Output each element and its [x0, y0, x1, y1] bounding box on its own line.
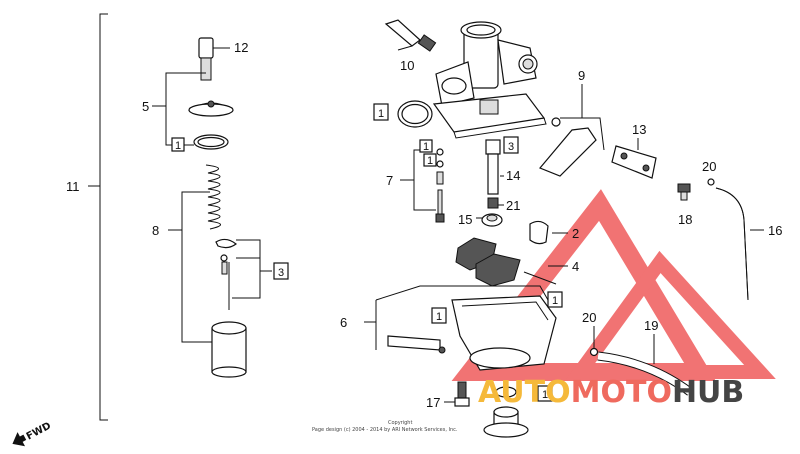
callout-14: 14: [506, 168, 520, 183]
box-1-p7b-label: 1: [427, 155, 433, 167]
needle-clip-set: [215, 238, 237, 275]
part-20-clip-lower: [589, 347, 599, 357]
fwd-arrow: FWD: [12, 421, 53, 447]
callout-8: 8: [152, 223, 159, 238]
callout-6: 6: [340, 315, 347, 330]
box-1-p7a: [419, 139, 433, 153]
box-1-chamber-label: 1: [552, 295, 558, 307]
callout-5: 5: [142, 99, 149, 114]
watermark-hub: HUB: [672, 375, 744, 410]
automotohub-logo: [451, 189, 776, 381]
box-3-jet-label: 3: [508, 141, 514, 153]
part-15-main-jet: [476, 213, 503, 227]
watermark-text: AUTOMOTOHUB: [478, 375, 744, 410]
callout-21: 21: [506, 198, 520, 213]
copyright-line2: Page design (c) 2004 - 2014 by ARI Netwo…: [312, 427, 458, 433]
callout-18: 18: [678, 212, 692, 227]
callout-4: 4: [572, 259, 579, 274]
part-8-throttle-valve: [211, 262, 247, 378]
callout-15: 15: [458, 212, 472, 227]
box-3-jet: [503, 136, 519, 154]
part-13-bracket: [611, 138, 657, 179]
box-1-bottom: [537, 385, 553, 402]
box-3-left-label: 3: [278, 267, 284, 279]
callout-9: 9: [578, 68, 585, 83]
callout-11: 11: [66, 179, 80, 194]
chamber-drain-bolt: [483, 386, 529, 438]
assembly-bracket-11: [88, 13, 108, 421]
callout-17: 17: [426, 395, 440, 410]
callout-20-lower: 20: [582, 310, 596, 325]
callout-7: 7: [386, 173, 393, 188]
callout-2: 2: [572, 226, 579, 241]
watermark-auto: AUTO: [478, 375, 571, 410]
part-10-screw: [384, 19, 437, 52]
part-18-screw: [677, 183, 691, 201]
part-7-pilot-screw: [400, 139, 445, 223]
watermark-moto: MOTO: [571, 375, 672, 410]
part-21-jet: [487, 197, 504, 209]
part-20-clip-top: [707, 178, 715, 186]
box-1-bottom-label: 1: [542, 389, 548, 401]
part-17-drain-screw: [444, 381, 470, 407]
part-14-needle-jet: [485, 139, 502, 195]
callout-16: 16: [768, 223, 782, 238]
part-4-floats: [455, 237, 568, 287]
copyright-line1: Copyright: [388, 420, 412, 426]
carburetor-body: [432, 21, 547, 139]
callout-13: 13: [632, 122, 646, 137]
callout-12: 12: [234, 40, 248, 55]
part-8-spring: [205, 164, 221, 230]
part-5-top-cover: [152, 72, 234, 146]
box-1-p7a-label: 1: [423, 141, 429, 153]
box-1-chamber: [547, 291, 563, 308]
callout-10: 10: [400, 58, 414, 73]
box-1-carb-label: 1: [378, 108, 384, 120]
box-1-carb: [373, 103, 389, 121]
fwd-label: FWD: [25, 421, 53, 443]
box-3-left: [273, 262, 289, 280]
box-1-chamber-left: [431, 307, 447, 324]
part-6-float-chamber: [364, 285, 557, 371]
part-2-clip: [529, 220, 568, 245]
box-1-chamber-left-label: 1: [436, 311, 442, 323]
part-12-cap: [198, 37, 230, 81]
callout-20-top: 20: [702, 159, 716, 174]
box-1-left-label: 1: [175, 140, 181, 152]
part-9-choke-lever: [539, 84, 605, 177]
box-1-p7b: [423, 153, 437, 167]
callout-19: 19: [644, 318, 658, 333]
part-16-tube: [715, 187, 749, 301]
